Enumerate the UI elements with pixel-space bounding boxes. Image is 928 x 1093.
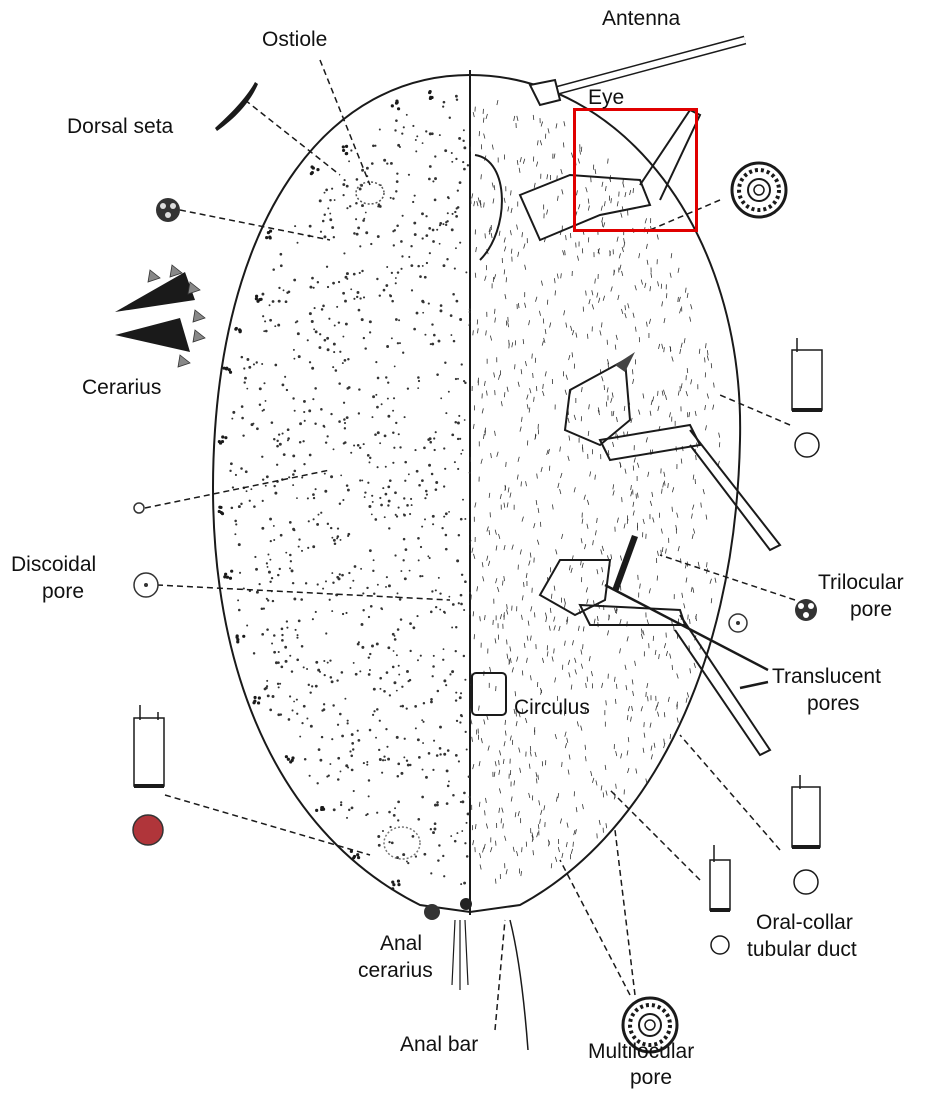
discoidal-pore-icon — [134, 573, 158, 597]
middle-leg-icon — [565, 360, 780, 550]
cerarius-icon — [115, 265, 205, 367]
label-discoidal-pore-2: pore — [42, 580, 84, 604]
discoidal-pore-icon — [134, 503, 144, 513]
label-trilocular-pore-2: pore — [850, 598, 892, 622]
multilocular-pore-icon — [732, 163, 786, 217]
dorsal-seta-icon — [215, 82, 258, 131]
oral-collar-duct-icon — [792, 775, 820, 894]
label-anal-cerarius-2: cerarius — [358, 959, 433, 983]
label-eye: Eye — [588, 86, 624, 110]
oral-collar-duct-icon — [792, 338, 822, 457]
hind-leg-icon — [540, 560, 770, 755]
discoidal-pore-icon — [729, 614, 747, 632]
circulus-icon — [472, 673, 506, 715]
label-discoidal-pore-1: Discoidal — [11, 553, 96, 577]
translucent-pore-icon — [612, 535, 638, 592]
label-multilocular-pore-2: pore — [630, 1066, 672, 1090]
label-antenna: Antenna — [602, 7, 680, 31]
label-translucent-pores-2: pores — [807, 692, 860, 716]
oral-collar-duct-icon — [710, 845, 730, 954]
label-oral-collar-2: tubular duct — [747, 938, 857, 962]
label-translucent-pores-1: Translucent — [772, 665, 881, 689]
label-multilocular-pore-1: Multilocular — [588, 1040, 694, 1064]
label-anal-cerarius-1: Anal — [380, 932, 422, 956]
label-cerarius: Cerarius — [82, 376, 161, 400]
label-trilocular-pore-1: Trilocular — [818, 571, 904, 595]
trilocular-pore-icon — [795, 599, 817, 621]
ostiole-icon — [356, 182, 384, 204]
label-ostiole: Ostiole — [262, 28, 327, 52]
label-circulus: Circulus — [514, 696, 590, 720]
trilocular-pore-icon — [156, 198, 180, 222]
label-dorsal-seta: Dorsal seta — [67, 115, 173, 139]
label-anal-bar: Anal bar — [400, 1033, 478, 1057]
label-oral-collar-1: Oral-collar — [756, 911, 853, 935]
oral-collar-duct-icon — [133, 705, 164, 845]
eye-highlight-box — [573, 108, 698, 232]
